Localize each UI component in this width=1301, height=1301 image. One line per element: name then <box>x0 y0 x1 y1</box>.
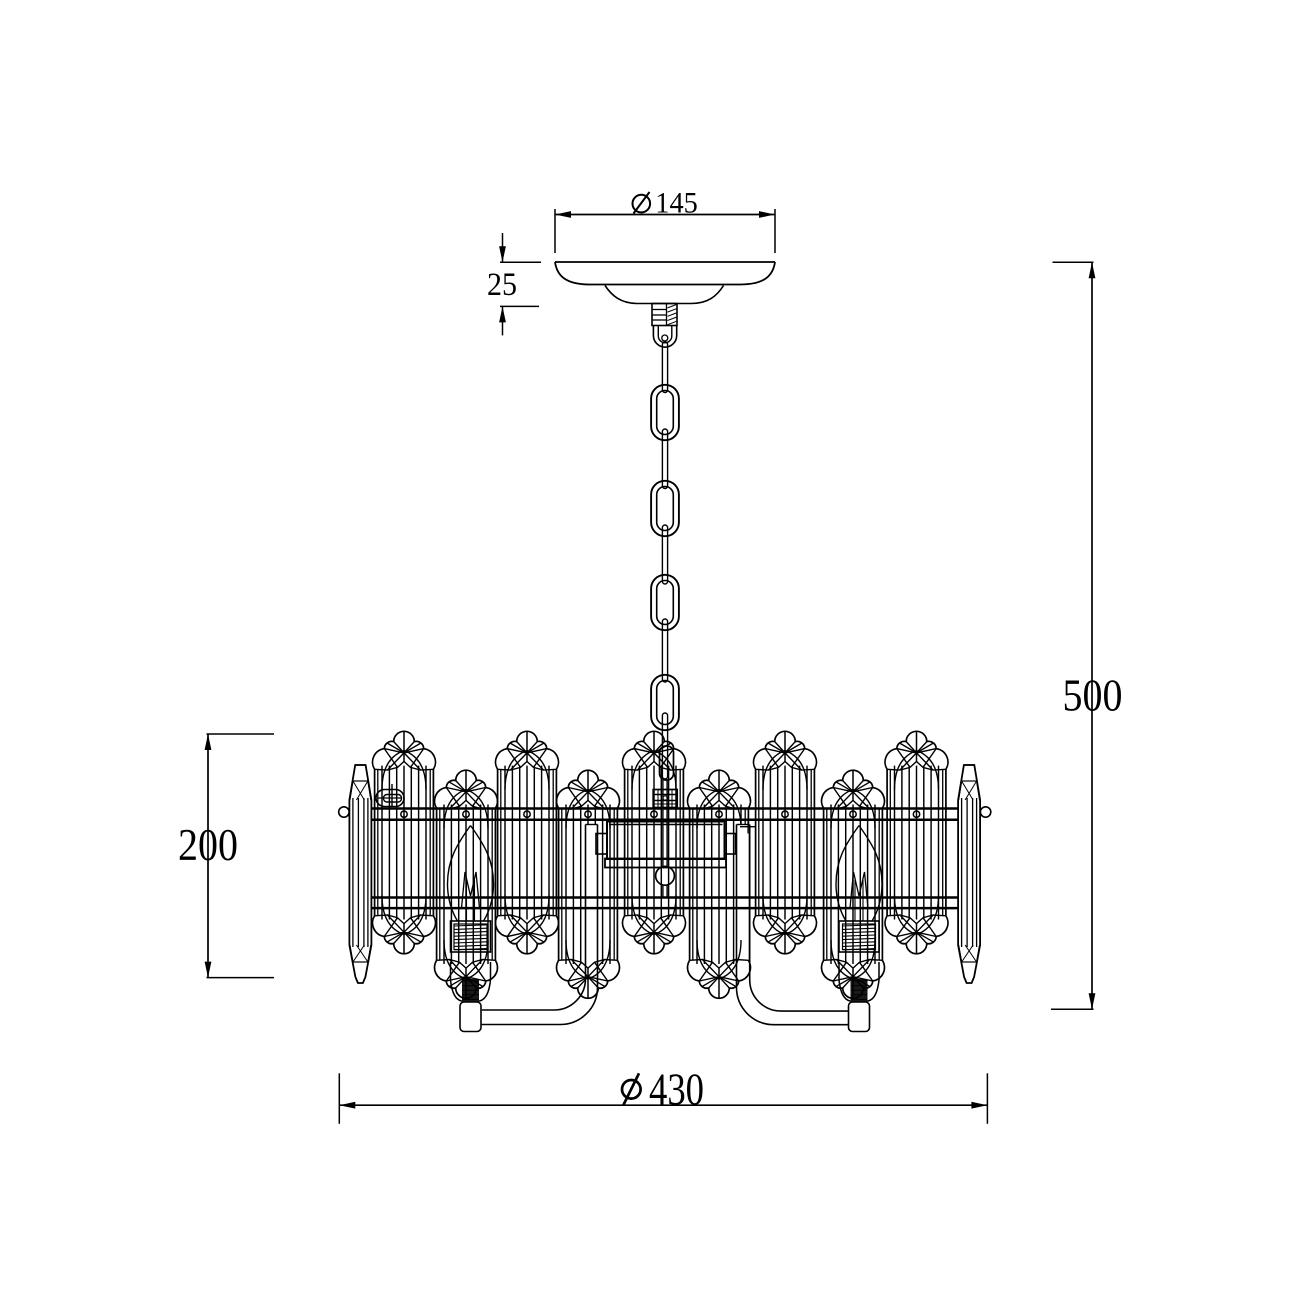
svg-text:500: 500 <box>1063 671 1123 721</box>
svg-text:25: 25 <box>487 267 517 303</box>
svg-text:430: 430 <box>649 1064 704 1114</box>
svg-text:145: 145 <box>655 188 698 220</box>
svg-text:200: 200 <box>178 820 238 870</box>
